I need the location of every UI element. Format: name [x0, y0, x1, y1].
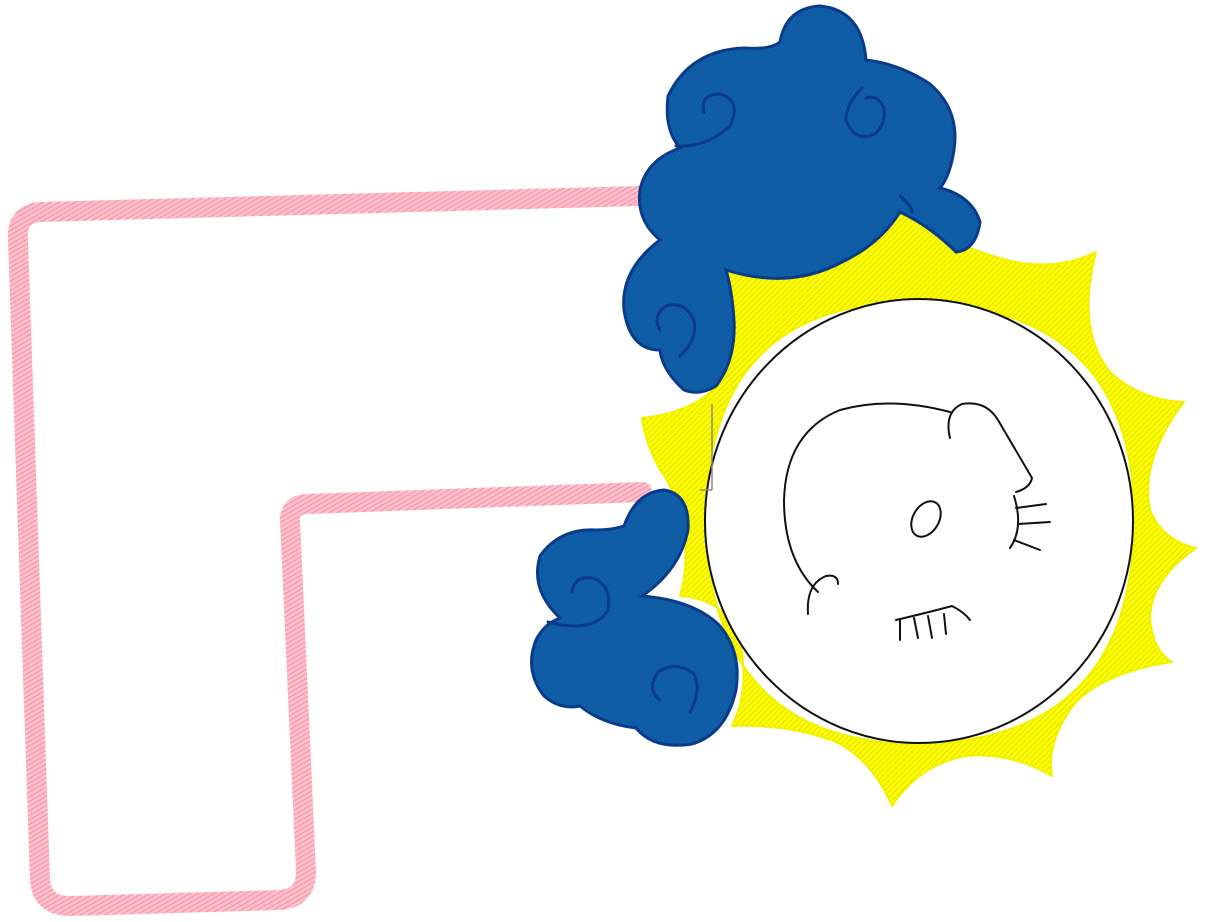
swirl-1: [674, 92, 736, 148]
cloud-bottom-swirls: [546, 576, 699, 714]
swirl-4: [898, 194, 914, 214]
cloud-icon-bottom: [530, 488, 739, 747]
swirl-5: [546, 576, 611, 628]
swirl-2: [844, 86, 886, 139]
face-contour: [783, 402, 951, 593]
cloud-top-swirls: [655, 86, 914, 358]
face-cheek: [806, 574, 839, 615]
cloud-bottom: [530, 488, 739, 747]
cloud-top: [622, 4, 982, 394]
letter-f-outline-icon: [7, 186, 652, 916]
swirl-6: [651, 665, 699, 714]
face-eyelashes-right: [1009, 495, 1051, 551]
sun-face-circle: [704, 298, 1134, 744]
face-eyelashes-bottom: [895, 605, 971, 641]
face-nose-curl: [947, 402, 1033, 493]
cloud-icon: [622, 4, 982, 394]
face-eye: [910, 500, 942, 538]
sun-face: [783, 402, 1051, 641]
letter-f: [7, 186, 652, 916]
sun: [641, 211, 1197, 807]
swirl-3: [655, 303, 697, 358]
